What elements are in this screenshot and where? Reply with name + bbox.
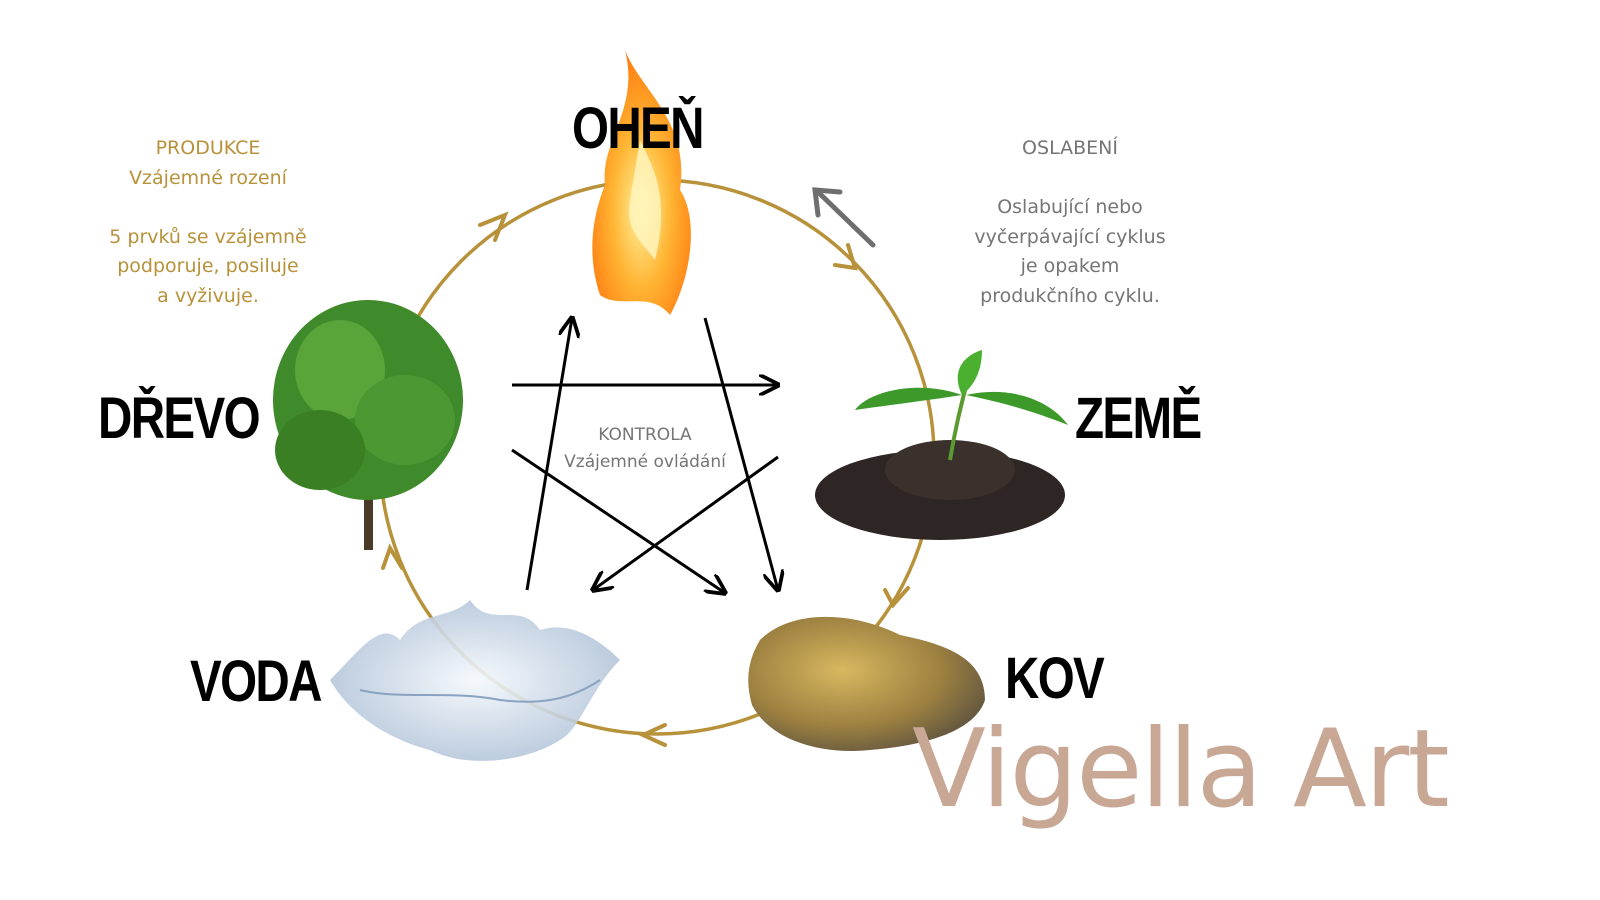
weakening-line: je opakem — [1020, 255, 1120, 277]
earth-sprout-image — [815, 350, 1068, 540]
label-wood: DŘEVO — [98, 386, 261, 451]
control-title: KONTROLA — [598, 425, 692, 445]
control-description: KONTROLA Vzájemné ovládání — [545, 422, 745, 476]
weakening-line: Oslabující nebo — [997, 196, 1143, 218]
control-subtitle: Vzájemné ovládání — [564, 452, 726, 472]
weakening-description: OSLABENÍ Oslabující nebo vyčerpávající c… — [950, 134, 1190, 311]
production-title: PRODUKCE — [155, 137, 261, 159]
production-subtitle: Vzájemné rození — [129, 166, 287, 189]
production-description: PRODUKCE Vzájemné rození 5 prvků se vzáj… — [88, 134, 328, 311]
tree-image — [273, 300, 463, 550]
fire-image — [592, 50, 691, 315]
label-fire: OHEŇ — [572, 96, 704, 161]
vigella-art-logo: Vigella Art — [912, 707, 1450, 832]
weakening-arrow — [812, 187, 876, 248]
label-water: VODA — [190, 649, 322, 714]
production-cycle-arrowheads — [381, 211, 910, 747]
water-splash-image — [330, 600, 620, 761]
label-earth: ZEMĚ — [1075, 386, 1202, 451]
metal-rock-image — [748, 616, 985, 751]
production-line: a vyživuje. — [157, 284, 259, 307]
production-line: podporuje, posiluje — [117, 255, 299, 277]
production-line: 5 prvků se vzájemně — [109, 225, 307, 248]
weakening-line: produkčního cyklu. — [980, 284, 1160, 307]
label-metal: KOV — [1005, 646, 1105, 711]
control-cycle-arrows — [511, 318, 778, 593]
weakening-line: vyčerpávající cyklus — [974, 225, 1166, 248]
weakening-title: OSLABENÍ — [1022, 137, 1118, 159]
